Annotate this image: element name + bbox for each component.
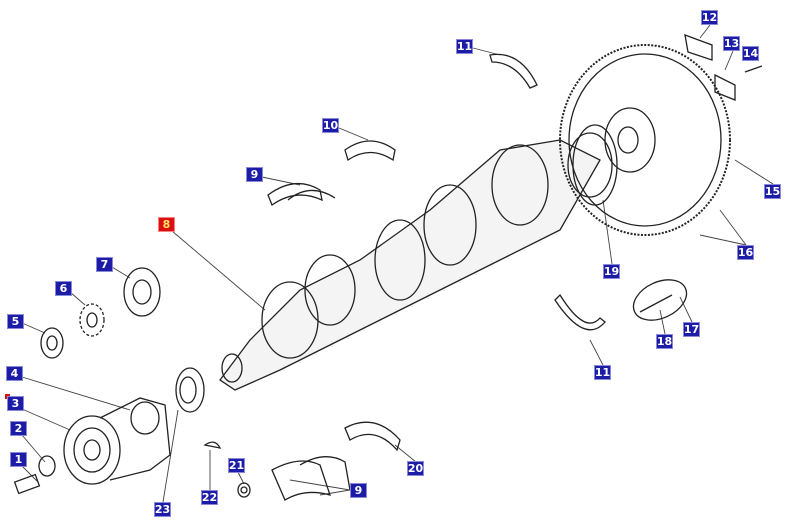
callout-8-selected[interactable]: 8: [158, 217, 175, 232]
callout-16[interactable]: 16: [737, 245, 754, 260]
callout-4[interactable]: 4: [6, 366, 23, 381]
callout-11[interactable]: 11: [456, 39, 473, 54]
callout-17[interactable]: 17: [683, 322, 700, 337]
callout-13[interactable]: 13: [723, 36, 740, 51]
leader-lines: [21, 24, 774, 503]
callout-21[interactable]: 21: [228, 458, 245, 473]
callout-14[interactable]: 14: [742, 46, 759, 61]
callout-10[interactable]: 10: [322, 118, 339, 133]
callout-9[interactable]: 9: [246, 167, 263, 182]
callout-18[interactable]: 18: [656, 334, 673, 349]
callout-9-lower[interactable]: 9: [350, 483, 367, 498]
callout-2[interactable]: 2: [10, 421, 27, 436]
callout-23[interactable]: 23: [154, 502, 171, 517]
callout-7[interactable]: 7: [96, 257, 113, 272]
callout-5[interactable]: 5: [7, 314, 24, 329]
callout-3[interactable]: 3: [7, 396, 24, 411]
callout-15[interactable]: 15: [764, 184, 781, 199]
callout-11-lower[interactable]: 11: [594, 365, 611, 380]
callout-1[interactable]: 1: [10, 452, 27, 467]
callout-20[interactable]: 20: [407, 461, 424, 476]
callout-19[interactable]: 19: [603, 264, 620, 279]
callout-6[interactable]: 6: [55, 281, 72, 296]
callout-12[interactable]: 12: [701, 10, 718, 25]
callout-22[interactable]: 22: [201, 490, 218, 505]
